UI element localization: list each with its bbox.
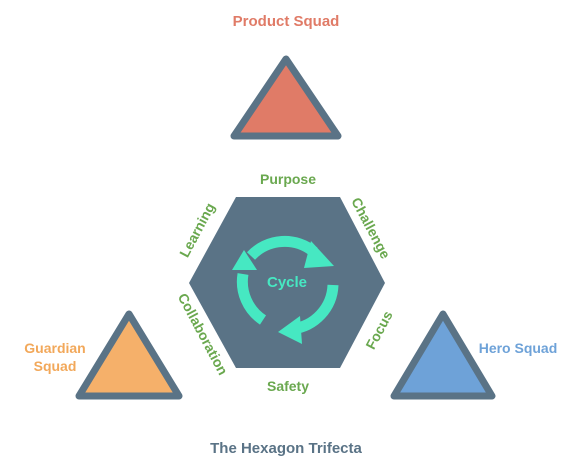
center-hexagon (189, 197, 385, 368)
product-squad-triangle (230, 55, 342, 140)
product-squad-label: Product Squad (232, 13, 340, 30)
cycle-label: Cycle (266, 274, 308, 291)
hero-squad-triangle (390, 310, 496, 400)
guardian-squad-label: Guardian Squad (24, 340, 86, 374)
diagram-title: The Hexagon Trifecta (210, 440, 362, 457)
cycle-arrowheads (232, 241, 334, 344)
side-label-purpose: Purpose (259, 171, 316, 187)
side-label-safety: Safety (266, 378, 310, 394)
guardian-squad-triangle (75, 310, 183, 400)
hero-squad-label: Hero Squad (478, 340, 558, 356)
